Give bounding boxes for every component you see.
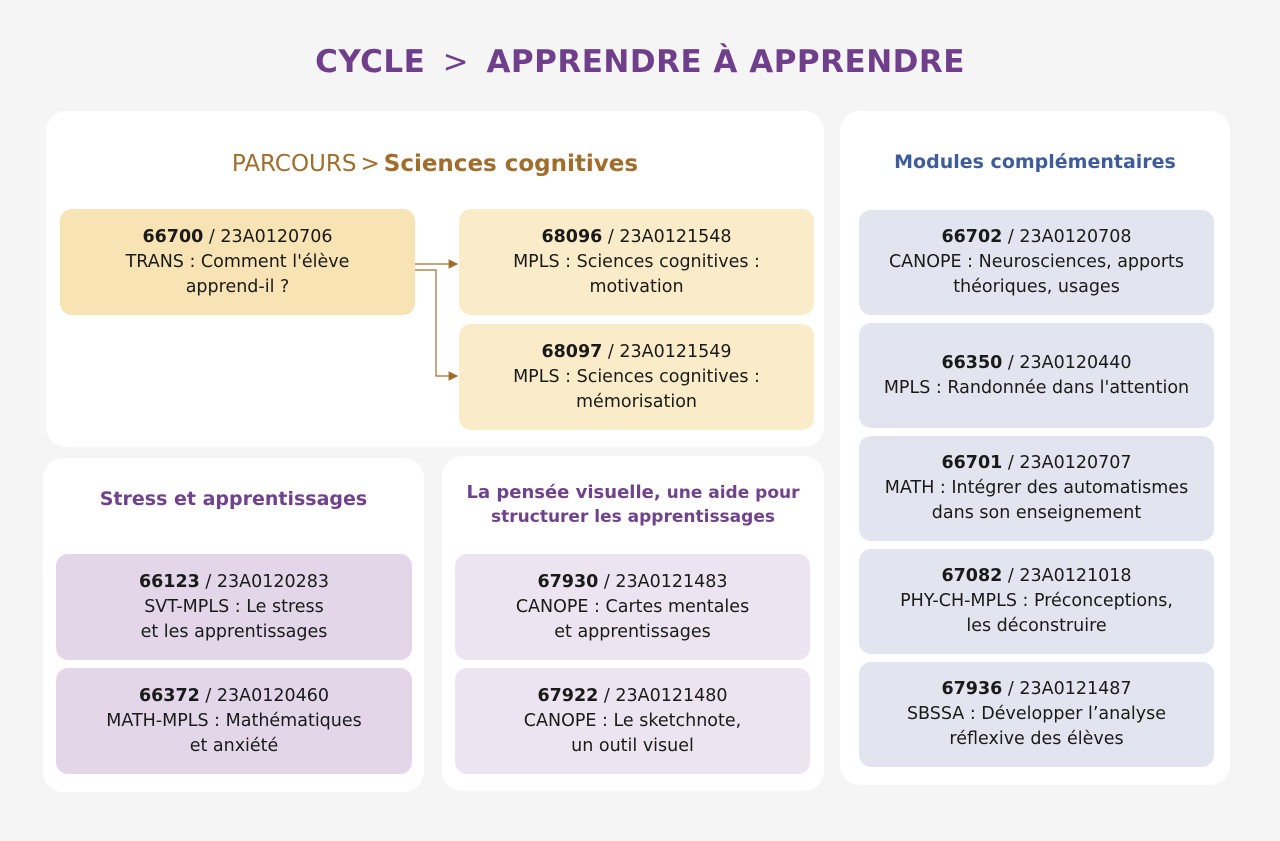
module-code: 66372 bbox=[138, 685, 200, 706]
stress-panel: Stress et apprentissages 66123 / 23A0120… bbox=[43, 458, 424, 792]
module-desc-line1: MATH-MPLS : Mathématiques bbox=[106, 710, 362, 731]
module-id-line: 67082 / 23A0121018 bbox=[941, 564, 1131, 589]
module-desc-line1: MPLS : Randonnée dans l'attention bbox=[883, 377, 1190, 398]
module-card-66700[interactable]: 66700 / 23A0120706 TRANS : Comment l'élè… bbox=[60, 209, 415, 315]
module-desc-line1: MPLS : Sciences cognitives : bbox=[513, 366, 760, 387]
module-id-line: 67930 / 23A0121483 bbox=[537, 570, 727, 595]
parcours-name: Sciences cognitives bbox=[383, 151, 639, 177]
module-card-66702[interactable]: 66702 / 23A0120708 CANOPE : Neuroscience… bbox=[859, 210, 1214, 315]
module-code: 66700 bbox=[142, 226, 204, 247]
module-id-line: 68096 / 23A0121548 bbox=[541, 225, 731, 250]
module-code: 67930 bbox=[537, 571, 599, 592]
module-desc-line1: SBSSA : Développer l’analyse bbox=[906, 704, 1167, 724]
stress-title: Stress et apprentissages bbox=[99, 488, 368, 510]
parcours-lead: PARCOURS bbox=[231, 151, 357, 177]
module-desc-line2: théoriques, usages bbox=[953, 277, 1120, 297]
title-separator: > bbox=[442, 44, 470, 80]
module-id-line: 68097 / 23A0121549 bbox=[541, 340, 731, 365]
module-ref: / 23A0121480 bbox=[603, 685, 728, 706]
module-code: 66702 bbox=[941, 227, 1003, 247]
module-card-66372[interactable]: 66372 / 23A0120460 MATH-MPLS : Mathémati… bbox=[56, 668, 412, 774]
module-desc-line2: motivation bbox=[589, 276, 684, 297]
connector-arrow-to-68097 bbox=[415, 269, 459, 381]
module-id-line: 66700 / 23A0120706 bbox=[142, 225, 332, 250]
module-card-68096[interactable]: 68096 / 23A0121548 MPLS : Sciences cogni… bbox=[459, 209, 814, 315]
module-desc-line1: MATH : Intégrer des automatismes bbox=[884, 478, 1189, 498]
visual-title-line2: structurer les apprentissages bbox=[491, 507, 775, 527]
module-ref: / 23A0121487 bbox=[1007, 679, 1132, 699]
module-card-67082[interactable]: 67082 / 23A0121018 PHY-CH-MPLS : Préconc… bbox=[859, 549, 1214, 654]
module-ref: / 23A0121483 bbox=[603, 571, 728, 592]
module-card-67936[interactable]: 67936 / 23A0121487 SBSSA : Développer l’… bbox=[859, 662, 1214, 767]
module-code: 68096 bbox=[541, 226, 603, 247]
module-desc-line2: les déconstruire bbox=[966, 616, 1107, 636]
module-desc-line1: CANOPE : Cartes mentales bbox=[515, 596, 750, 617]
complementary-modules-panel: Modules complémentaires 66702 / 23A01207… bbox=[840, 111, 1230, 785]
module-code: 67936 bbox=[941, 679, 1003, 699]
module-ref: / 23A0121549 bbox=[607, 341, 732, 362]
module-desc-line2: un outil visuel bbox=[571, 735, 694, 756]
module-desc-line1: MPLS : Sciences cognitives : bbox=[513, 251, 760, 272]
module-card-66350[interactable]: 66350 / 23A0120440 MPLS : Randonnée dans… bbox=[859, 323, 1214, 428]
visual-title-bold: La pensée visuelle, bbox=[466, 482, 661, 503]
visual-thinking-panel: La pensée visuelle, une aide pour struct… bbox=[442, 456, 824, 791]
module-card-68097[interactable]: 68097 / 23A0121549 MPLS : Sciences cogni… bbox=[459, 324, 814, 430]
module-desc-line1: CANOPE : Neurosciences, apports bbox=[888, 252, 1185, 272]
module-desc-line2: apprend-il ? bbox=[185, 276, 290, 297]
module-desc-line1: CANOPE : Le sketchnote, bbox=[523, 710, 742, 731]
module-card-66123[interactable]: 66123 / 23A0120283 SVT-MPLS : Le stress … bbox=[56, 554, 412, 660]
module-ref: / 23A0121018 bbox=[1007, 566, 1132, 586]
parcours-title: PARCOURS>Sciences cognitives bbox=[46, 151, 824, 177]
module-card-66701[interactable]: 66701 / 23A0120707 MATH : Intégrer des a… bbox=[859, 436, 1214, 541]
module-desc-line1: TRANS : Comment l'élève bbox=[125, 251, 350, 272]
module-desc-line2: réflexive des élèves bbox=[949, 729, 1124, 749]
module-code: 67922 bbox=[537, 685, 599, 706]
module-code: 66701 bbox=[941, 453, 1003, 473]
module-id-line: 66123 / 23A0120283 bbox=[139, 570, 329, 595]
page-title: CYCLE > APPRENDRE À APPRENDRE bbox=[0, 44, 1280, 80]
module-ref: / 23A0120706 bbox=[208, 226, 333, 247]
module-ref: / 23A0120460 bbox=[205, 685, 330, 706]
module-code: 68097 bbox=[541, 341, 603, 362]
title-name: APPRENDRE À APPRENDRE bbox=[486, 44, 965, 80]
module-desc-line2: mémorisation bbox=[576, 391, 697, 412]
module-code: 66123 bbox=[138, 571, 200, 592]
module-desc-line2: et anxiété bbox=[189, 735, 279, 756]
module-desc-line2: et les apprentissages bbox=[140, 621, 328, 642]
parcours-panel: PARCOURS>Sciences cognitives 66700 / 23A… bbox=[46, 111, 824, 447]
title-cycle: CYCLE bbox=[315, 44, 426, 80]
modules-title: Modules complémentaires bbox=[894, 151, 1176, 173]
parcours-separator: > bbox=[360, 151, 380, 177]
module-id-line: 66702 / 23A0120708 bbox=[941, 225, 1131, 250]
module-code: 66350 bbox=[941, 352, 1003, 373]
module-ref: / 23A0120440 bbox=[1007, 352, 1132, 373]
module-desc-line1: PHY-CH-MPLS : Préconceptions, bbox=[900, 591, 1173, 611]
visual-thinking-title: La pensée visuelle, une aide pour struct… bbox=[442, 481, 824, 529]
module-card-67930[interactable]: 67930 / 23A0121483 CANOPE : Cartes menta… bbox=[455, 554, 810, 660]
module-id-line: 66350 / 23A0120440 bbox=[941, 351, 1131, 376]
module-desc-line1: SVT-MPLS : Le stress bbox=[144, 596, 324, 617]
module-ref: / 23A0120707 bbox=[1007, 453, 1132, 473]
module-code: 67082 bbox=[941, 566, 1003, 586]
module-desc-line2: et apprentissages bbox=[554, 621, 711, 642]
module-desc-line2: dans son enseignement bbox=[931, 503, 1142, 523]
module-ref: / 23A0120283 bbox=[205, 571, 330, 592]
module-id-line: 67922 / 23A0121480 bbox=[537, 684, 727, 709]
module-id-line: 67936 / 23A0121487 bbox=[941, 677, 1131, 702]
parcours-connectors bbox=[415, 259, 459, 381]
module-ref: / 23A0121548 bbox=[607, 226, 732, 247]
module-id-line: 66372 / 23A0120460 bbox=[139, 684, 329, 709]
module-id-line: 66701 / 23A0120707 bbox=[941, 451, 1131, 476]
module-ref: / 23A0120708 bbox=[1007, 227, 1132, 247]
visual-title-rest: une aide pour bbox=[666, 483, 800, 503]
module-card-67922[interactable]: 67922 / 23A0121480 CANOPE : Le sketchnot… bbox=[455, 668, 810, 774]
